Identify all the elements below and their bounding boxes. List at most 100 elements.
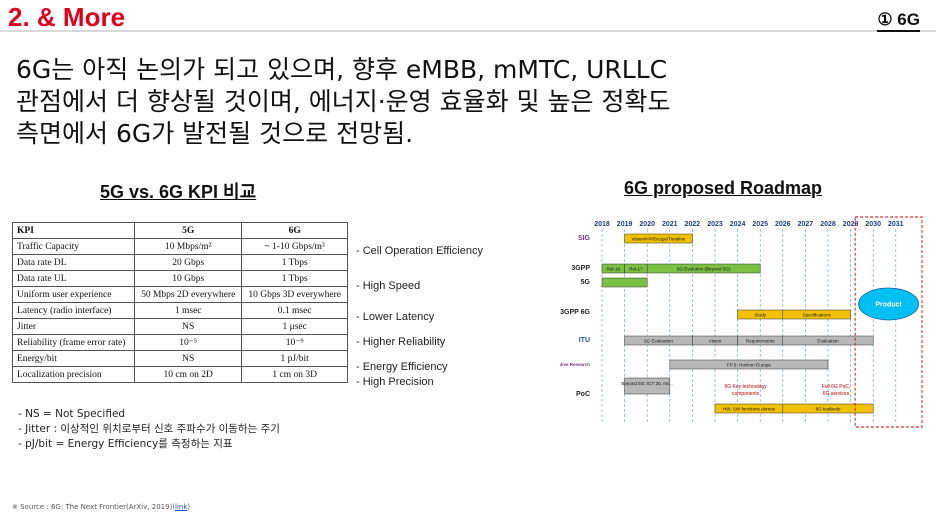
year-label: 2020 [639, 221, 655, 228]
roadmap-bar [601, 277, 648, 288]
kpi-5g-cell: 10 Gbps [134, 270, 243, 287]
roadmap-bar-label: FP 9: Horizon Europe [727, 362, 772, 367]
roadmap-bar-label: Requirements [746, 338, 775, 343]
annotation-lower-latency: - Lower Latency [356, 311, 435, 323]
note-jitter: - Jitter : 이상적인 위치로부터 신호 주파수가 이동하는 주기 [18, 423, 280, 435]
kpi-name-cell: Localization precision [11, 366, 136, 383]
roadmap-bar-label: Study [754, 312, 766, 317]
headline-line-1: 6G는 아직 논의가 되고 있으며, 향후 eMBB, mMTC, URLLC [16, 55, 668, 84]
year-label: 2018 [594, 221, 610, 228]
product-label: Product [875, 302, 902, 309]
roadmap-bar [646, 263, 761, 274]
source-note: ※ Source : 6G: The Next Frontier(ArXiv, … [12, 503, 190, 511]
col-header-kpi: KPI [11, 222, 136, 239]
roadmap-bar-label: Evaluation [817, 338, 839, 343]
kpi-5g-cell: NS [134, 318, 243, 335]
kpi-5g-cell: NS [134, 350, 243, 367]
roadmap-row-label: PoC [576, 391, 590, 398]
year-label: 2030 [865, 221, 881, 228]
roadmap-bar-label: 6G testbeds [816, 406, 841, 411]
note-pj-bit: - pJ/bit = Energy Efficiency를 측정하는 지표 [18, 438, 233, 450]
roadmap-diagram: 2018 2019 2020 2021 2022 2023 2024 2025 2026 2027… [560, 216, 923, 428]
kpi-5g-cell: 10 Mbps/m² [134, 238, 243, 255]
source-text: ※ Source : 6G: The Next Frontier(ArXiv, … [12, 503, 176, 511]
kpi-section-title: 5G vs. 6G KPI 비교 [100, 182, 257, 202]
annotation-higher-reliability: - Higher Reliability [356, 336, 446, 348]
roadmap-red-note: components [732, 391, 760, 397]
kpi-5g-cell: 10 cm on 2D [134, 366, 243, 383]
roadmap-row-label: 5G [581, 279, 591, 286]
roadmap-row-label: SIG [578, 235, 591, 242]
roadmap-bar [624, 233, 693, 244]
year-label: 2031 [888, 221, 904, 228]
year-label: 2028 [820, 221, 836, 228]
roadmap-bar [624, 377, 671, 395]
col-header-5g: 5G [134, 222, 243, 239]
product-ellipse [858, 287, 919, 321]
roadmap-bar-label: HW, SW functions demos [723, 406, 776, 411]
kpi-name-cell: Data rate UL [11, 270, 136, 287]
roadmap-bar-label: 5G Evolution (Beyond 5G) [677, 266, 731, 271]
roadmap-bar-label: Vision/KPI/Scope/Timeline [632, 236, 686, 241]
annotation-high-precision: - High Precision [356, 376, 434, 388]
roadmap-bar [782, 403, 874, 414]
source-link[interactable]: link [175, 503, 188, 511]
kpi-5g-cell: 20 Gbps [134, 254, 243, 271]
kpi-6g-cell: ~ 1-10 Gbps/m³ [241, 238, 348, 255]
roadmap-red-note: 6G services [823, 391, 850, 397]
year-label: 2021 [662, 221, 678, 228]
year-label: 2022 [685, 221, 701, 228]
roadmap-bar-label: Beyond 5G: ICT 20, etc... [621, 381, 673, 386]
kpi-name-cell: Data rate DL [11, 254, 136, 271]
year-label: 2024 [730, 221, 746, 228]
kpi-name-cell: Energy/bit [11, 350, 136, 367]
headline: 6G는 아직 논의가 되고 있으며, 향후 eMBB, mMTC, URLLC … [16, 54, 916, 150]
kpi-table-header: KPI 5G 6G [11, 222, 348, 239]
kpi-name-cell: Uniform user experience [11, 286, 136, 303]
annotation-energy-efficiency: - Energy Efficiency [356, 361, 448, 373]
kpi-6g-cell: 1 pJ/bit [241, 350, 348, 367]
year-label: 2026 [775, 221, 791, 228]
roadmap-row-label: ITU [579, 337, 590, 344]
kpi-name-cell: Traffic Capacity [11, 238, 136, 255]
product-dashed-box [854, 216, 923, 428]
roadmap-bar-label: Vision [709, 338, 722, 343]
kpi-name-cell: Latency (radio interface) [11, 302, 136, 319]
page-title: 2. & More [8, 2, 126, 32]
kpi-5g-cell: 50 Mbps 2D everywhere [134, 286, 243, 303]
roadmap-bar-label: Specifications [803, 312, 832, 317]
headline-line-3: 측면에서 6G가 발전될 것으로 전망됨. [16, 119, 414, 148]
annotation-cell-efficiency: - Cell Operation Efficiency [356, 245, 483, 257]
year-label: 2019 [617, 221, 633, 228]
year-label: 2027 [798, 221, 814, 228]
roadmap-bar [669, 359, 829, 370]
roadmap-red-note: 6G Key technology [724, 384, 767, 390]
roadmap-bar-label: Rel-16 [607, 266, 621, 271]
kpi-notes: - NS = Not Specified - Jitter : 이상적인 위치로… [18, 407, 280, 452]
col-header-6g: 6G [241, 222, 348, 239]
kpi-name-cell: Reliability (frame error rate) [11, 334, 136, 351]
kpi-5g-cell: 10⁻⁵ [134, 334, 243, 351]
roadmap-row-label: 3GPP [571, 265, 590, 272]
kpi-6g-cell: 1 cm on 3D [241, 366, 348, 383]
roadmap-bar [782, 335, 874, 346]
kpi-6g-cell: 10⁻⁹ [241, 334, 348, 351]
year-label: 2029 [843, 221, 859, 228]
roadmap-row-label: Collaborative Research [560, 362, 590, 367]
kpi-6g-cell: 1 Tbps [241, 270, 348, 287]
roadmap-row-label: 3GPP 6G [560, 309, 590, 316]
year-label: 2025 [752, 221, 768, 228]
year-label: 2023 [707, 221, 723, 228]
note-ns: - NS = Not Specified [18, 408, 126, 420]
roadmap-bar-label: 5G Evaluation [644, 338, 673, 343]
